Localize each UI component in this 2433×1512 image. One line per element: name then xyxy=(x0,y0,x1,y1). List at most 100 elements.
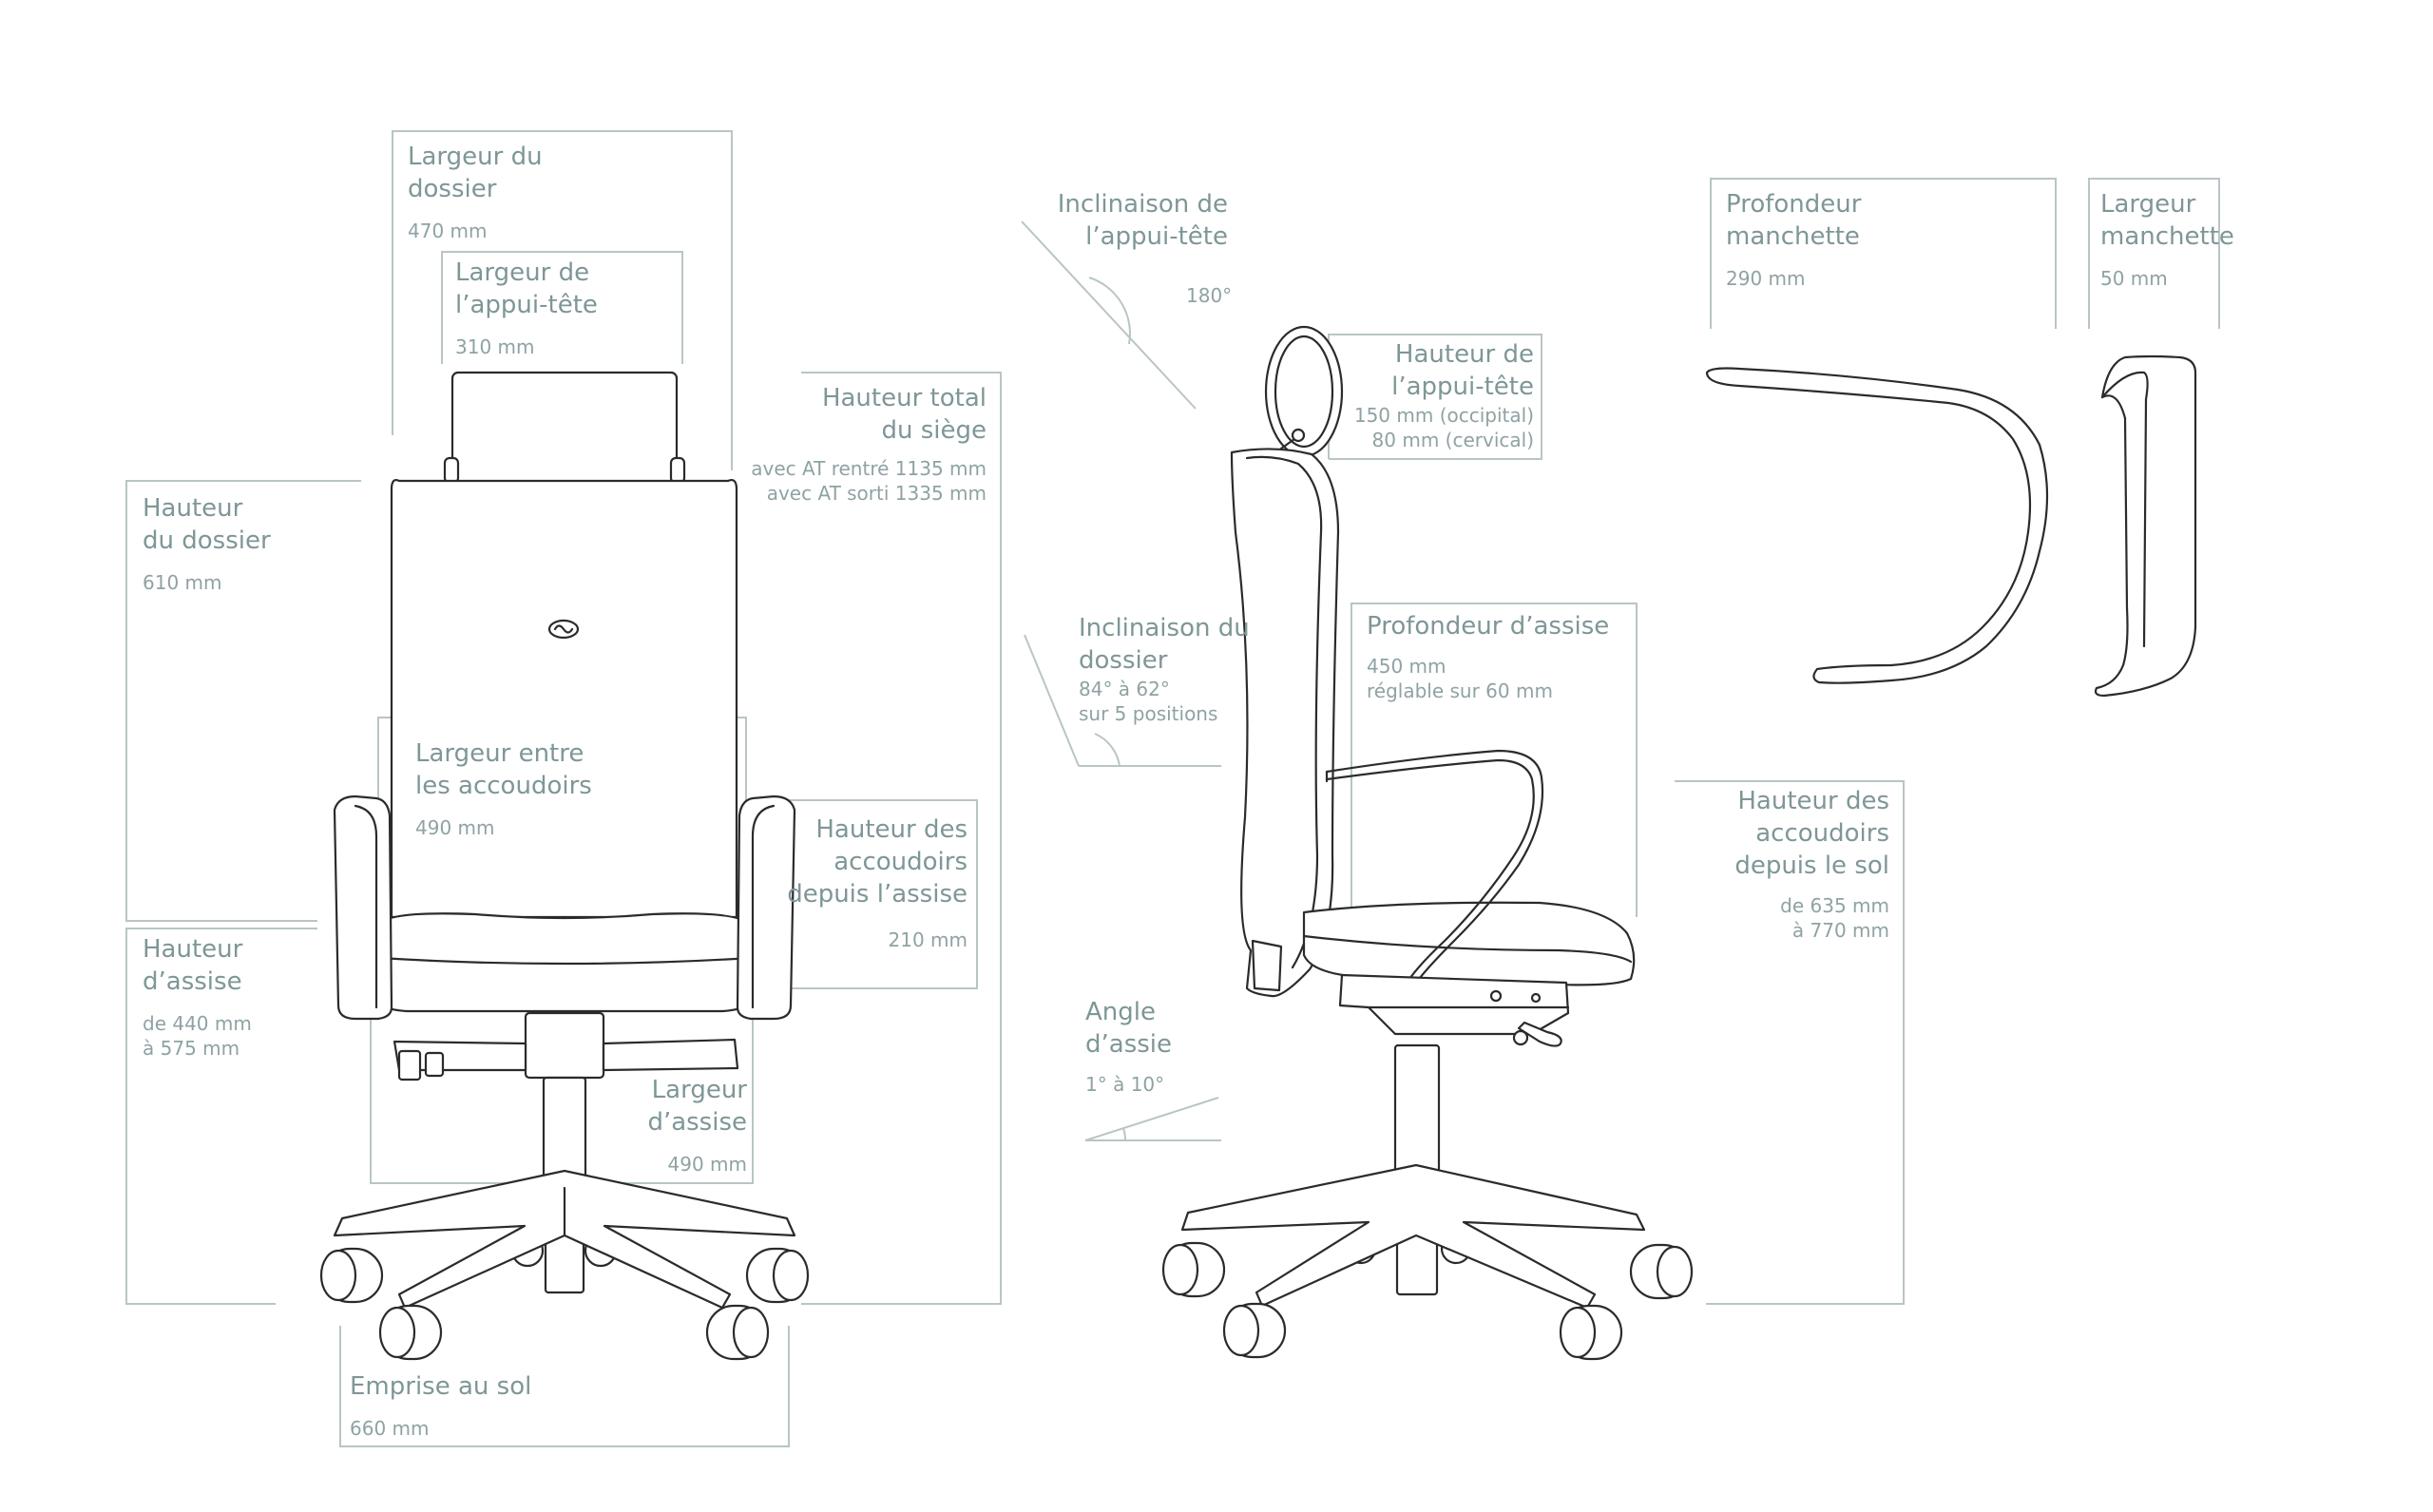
backrest-width-value: 470 mm xyxy=(408,220,488,242)
armpad-front-detail xyxy=(2094,354,2197,698)
guide-armpad-depth xyxy=(1710,178,2057,329)
footprint-title: Emprise au sol xyxy=(350,1372,532,1401)
label-backrest-height: Hauteur du dossier 610 mm xyxy=(143,492,271,595)
guide-backrest-tilt-angle xyxy=(1024,634,1221,767)
armpad-depth-value: 290 mm xyxy=(1726,267,1806,290)
headrest-tilt-title-1: Inclinaison de xyxy=(1057,190,1228,219)
side-mechanism xyxy=(1338,973,1570,1036)
front-armrest-left xyxy=(333,794,393,1021)
armpad-depth-title-2: manchette xyxy=(1726,222,1860,251)
seat-width-value: 490 mm xyxy=(667,1153,748,1176)
armpad-width-title-2: manchette xyxy=(2100,222,2234,251)
front-mechanism xyxy=(524,1011,605,1080)
total-height-title-1: Hauteur total xyxy=(821,384,987,412)
front-casters xyxy=(319,1247,810,1361)
armrest-height-floor-title-1: Hauteur des xyxy=(1737,787,1889,815)
side-armrest xyxy=(1325,758,1535,988)
backrest-height-value: 610 mm xyxy=(143,571,222,594)
armrest-height-floor-title-2: accoudoirs xyxy=(1755,819,1889,848)
seat-angle-title-2: d’assie xyxy=(1085,1030,1173,1059)
armrest-height-seat-value: 210 mm xyxy=(888,928,968,951)
armpad-side-detail xyxy=(1705,367,2049,684)
armrest-height-seat-title-3: depuis l’assise xyxy=(787,880,967,909)
headrest-height-value-2: 80 mm (cervical) xyxy=(1371,429,1534,451)
headrest-width-value: 310 mm xyxy=(455,335,535,358)
side-base xyxy=(1180,1163,1646,1310)
footprint-value: 660 mm xyxy=(350,1417,430,1440)
label-headrest-width: Largeur de l’appui-tête 310 mm xyxy=(455,257,598,359)
headrest-height-title-1: Hauteur de xyxy=(1394,340,1534,369)
seat-depth-value-1: 450 mm xyxy=(1367,655,1446,678)
label-headrest-tilt-value: 180° xyxy=(1186,283,1232,308)
label-armrest-height-seat: Hauteur des accoudoirs depuis l’assise 2… xyxy=(787,813,967,952)
label-armrest-spacing: Largeur entre les accoudoirs 490 mm xyxy=(415,737,592,840)
guide-seat-depth xyxy=(1351,603,1638,917)
headrest-tilt-value: 180° xyxy=(1186,284,1233,307)
seat-angle-value: 1° à 10° xyxy=(1085,1073,1165,1096)
armpad-width-value: 50 mm xyxy=(2100,267,2168,290)
guide-backrest-height xyxy=(125,480,361,922)
headrest-tilt-title-2: l’appui-tête xyxy=(1085,222,1228,251)
side-gas-lift xyxy=(1393,1043,1441,1175)
total-height-title-2: du siège xyxy=(881,416,987,445)
side-casters xyxy=(1161,1241,1694,1361)
armrest-height-floor-value-1: de 635 mm xyxy=(1780,894,1889,917)
label-headrest-height: Hauteur de l’appui-tête 150 mm (occipita… xyxy=(1354,338,1534,452)
seat-height-value-2: à 575 mm xyxy=(143,1037,240,1060)
label-total-height: Hauteur total du siège avec AT rentré 11… xyxy=(751,382,987,506)
label-backrest-width: Largeur du dossier 470 mm xyxy=(408,141,543,243)
armrest-height-seat-title-1: Hauteur des xyxy=(815,815,967,844)
brand-logo-icon xyxy=(547,619,580,640)
front-backrest xyxy=(390,478,738,919)
side-backrest xyxy=(1230,448,1340,998)
total-height-value-2: avec AT sorti 1335 mm xyxy=(766,482,987,505)
guide-armrest-height-floor xyxy=(1675,780,1905,1305)
total-height-value-1: avec AT rentré 1135 mm xyxy=(751,457,987,480)
armrest-height-seat-title-2: accoudoirs xyxy=(833,848,967,876)
seat-depth-value-2: réglable sur 60 mm xyxy=(1367,679,1553,702)
label-armpad-width: Largeur manchette 50 mm xyxy=(2100,188,2234,291)
seat-depth-title: Profondeur d’assise xyxy=(1367,612,1610,641)
backrest-tilt-value-2: sur 5 positions xyxy=(1079,702,1218,725)
label-footprint: Emprise au sol 660 mm xyxy=(350,1370,531,1441)
backrest-height-title-2: du dossier xyxy=(143,526,271,555)
front-seat xyxy=(374,912,755,1013)
headrest-width-title-2: l’appui-tête xyxy=(455,291,598,319)
seat-height-value-1: de 440 mm xyxy=(143,1012,252,1035)
label-headrest-tilt: Inclinaison de l’appui-tête xyxy=(1058,188,1228,253)
guide-headrest-tilt-angle xyxy=(1021,220,1197,410)
guide-armrest-height-seat xyxy=(770,799,978,989)
backrest-tilt-value-1: 84° à 62° xyxy=(1079,678,1170,700)
seat-height-title-2: d’assise xyxy=(143,967,242,996)
guide-headrest-width xyxy=(441,251,683,364)
label-armrest-height-floor: Hauteur des accoudoirs depuis le sol de … xyxy=(1734,785,1889,943)
label-seat-depth: Profondeur d’assise 450 mm réglable sur … xyxy=(1367,610,1609,703)
headrest-width-title-1: Largeur de xyxy=(455,258,590,287)
label-seat-height: Hauteur d’assise de 440 mm à 575 mm xyxy=(143,933,252,1061)
front-view-chair xyxy=(319,371,810,1361)
headrest-height-title-2: l’appui-tête xyxy=(1391,373,1534,401)
label-seat-width: Largeur d’assise 490 mm xyxy=(647,1074,747,1177)
seat-width-title-1: Largeur xyxy=(651,1076,747,1104)
armrest-spacing-title-1: Largeur entre xyxy=(415,739,584,768)
backrest-width-title-2: dossier xyxy=(408,175,497,203)
guide-seat-height xyxy=(125,928,317,1305)
armrest-spacing-title-2: les accoudoirs xyxy=(415,772,592,800)
seat-width-title-2: d’assise xyxy=(647,1108,747,1137)
front-headrest xyxy=(450,371,679,484)
armpad-depth-title-1: Profondeur xyxy=(1726,190,1862,219)
guide-seat-angle xyxy=(1084,1097,1221,1141)
backrest-width-title-1: Largeur du xyxy=(408,143,543,171)
guide-total-height xyxy=(801,372,1002,1305)
label-backrest-tilt: Inclinaison du dossier 84° à 62° sur 5 p… xyxy=(1079,612,1250,726)
side-view-chair xyxy=(1161,325,1694,1361)
guide-backrest-width xyxy=(392,130,733,470)
front-armrest-right xyxy=(736,794,796,1021)
armrest-height-floor-value-2: à 770 mm xyxy=(1791,919,1889,942)
label-armpad-depth: Profondeur manchette 290 mm xyxy=(1726,188,1861,291)
backrest-tilt-title-2: dossier xyxy=(1079,646,1168,675)
backrest-tilt-title-1: Inclinaison du xyxy=(1079,614,1250,642)
guide-armpad-width xyxy=(2088,178,2220,329)
